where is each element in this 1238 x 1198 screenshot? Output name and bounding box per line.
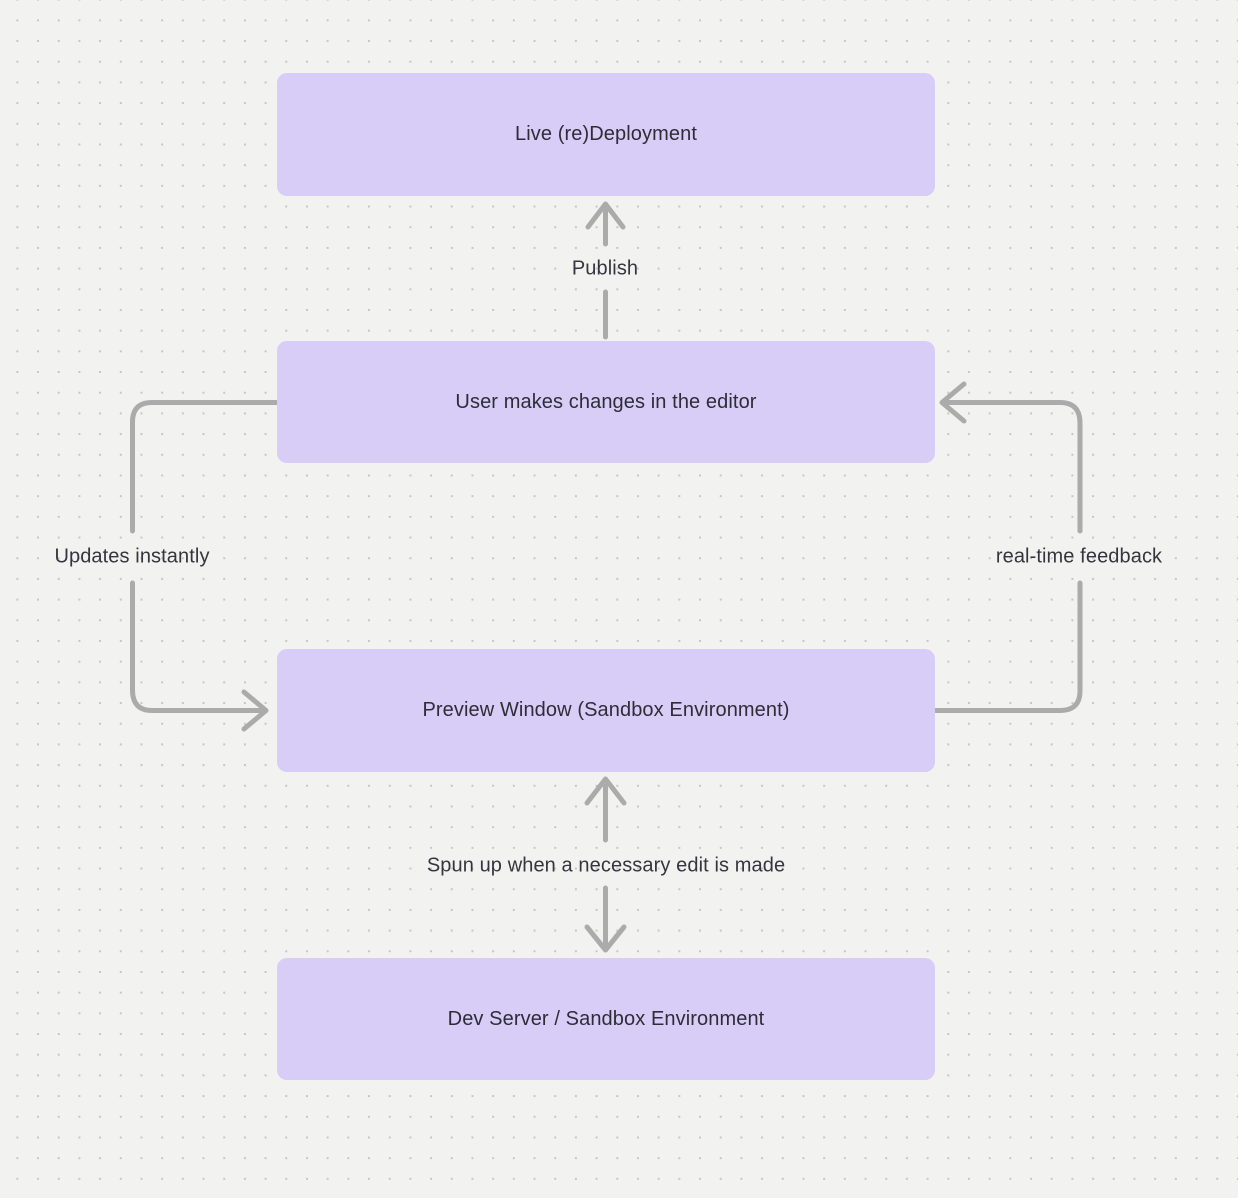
node-dev-server-label: Dev Server / Sandbox Environment bbox=[447, 1007, 765, 1030]
spun-up-arrow-down-icon bbox=[584, 885, 627, 953]
node-live-redeployment-label: Live (re)Deployment bbox=[515, 123, 697, 145]
updates-instantly-arrow-right-icon bbox=[130, 580, 269, 732]
realtime-feedback-arrow-left-icon bbox=[939, 381, 1083, 534]
edge-label-updates-instantly: Updates instantly bbox=[54, 545, 210, 568]
node-live-redeployment: Live (re)Deployment bbox=[277, 73, 935, 196]
edge-label-spun-up: Spun up when a necessary edit is made bbox=[426, 854, 786, 877]
node-preview-window-label: Preview Window (Sandbox Environment) bbox=[422, 699, 790, 721]
updates-instantly-line-top bbox=[130, 400, 280, 534]
node-user-editor: User makes changes in the editor bbox=[277, 341, 935, 463]
edge-label-publish: Publish bbox=[571, 257, 639, 280]
realtime-feedback-line-bottom bbox=[932, 580, 1083, 713]
node-preview-window: Preview Window (Sandbox Environment) bbox=[277, 649, 935, 772]
spun-up-arrow-up-icon bbox=[584, 776, 627, 843]
publish-arrow-up-icon bbox=[585, 201, 626, 247]
node-dev-server: Dev Server / Sandbox Environment bbox=[277, 958, 935, 1080]
node-user-editor-label: User makes changes in the editor bbox=[455, 390, 757, 413]
edge-label-realtime-feedback: real-time feedback bbox=[995, 545, 1163, 568]
